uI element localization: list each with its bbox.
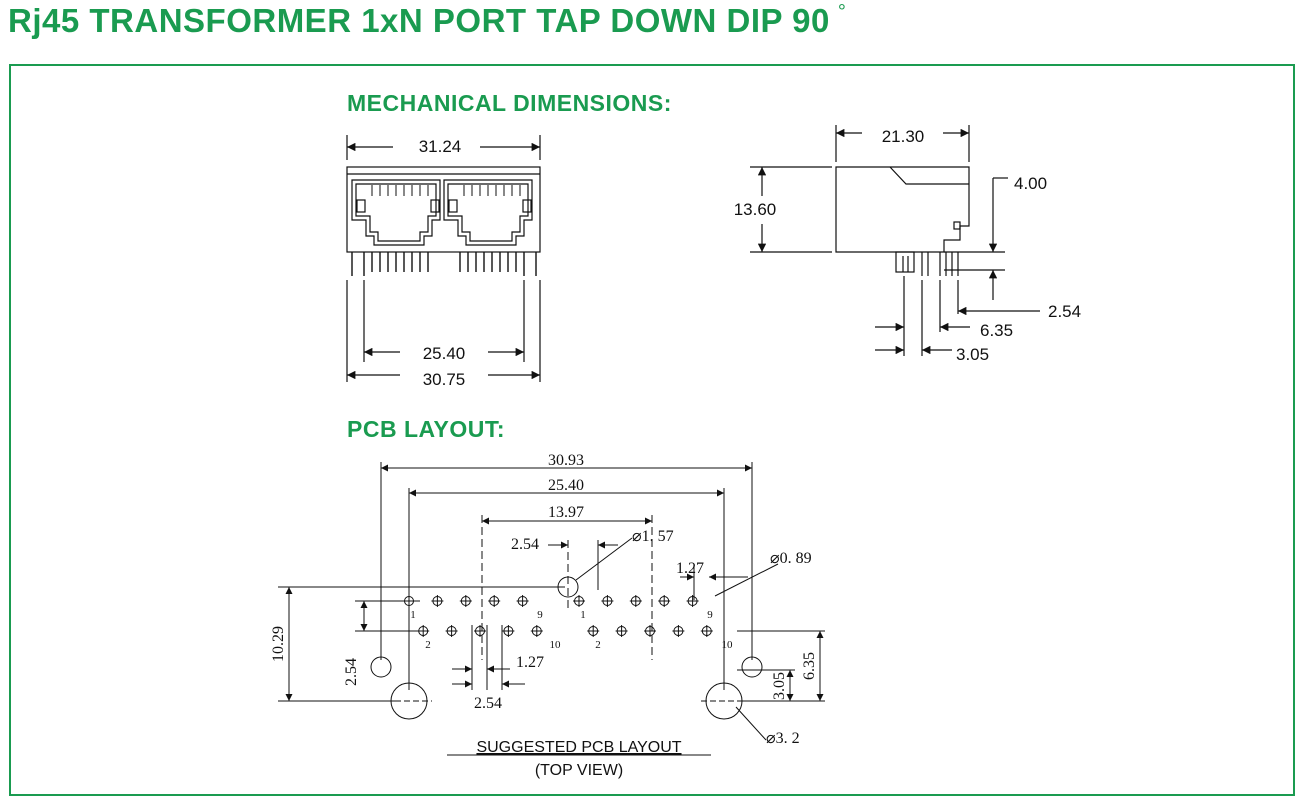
pin-label-p2-10: 10 [722, 639, 734, 651]
pin-label-p2-1: 1 [580, 609, 586, 621]
dim-pcb-height: 10.29 [270, 626, 287, 662]
side-view [750, 125, 1040, 356]
dim-pcb-row-left: 2.54 [343, 658, 360, 686]
pcb-caption: SUGGESTED PCB LAYOUT [476, 739, 681, 756]
pcb-layout [278, 462, 825, 741]
page-title: Rj45 TRANSFORMER 1xN PORT TAP DOWN DIP 9… [8, 1, 847, 40]
dim-side-depth: 21.30 [882, 127, 925, 146]
dim-pcb-half-bottom: 1.27 [516, 654, 544, 671]
degree-symbol: ° [837, 1, 847, 23]
dim-front-pin-span: 25.40 [423, 344, 466, 363]
dim-side-height: 13.60 [734, 200, 777, 219]
dim-side-pitch-b: 6.35 [980, 321, 1013, 340]
dim-pcb-pitch-bottom: 2.54 [474, 695, 502, 712]
dim-pcb-row-right-b: 6.35 [801, 652, 818, 680]
dim-pcb-port: 13.97 [548, 504, 584, 521]
dim-pcb-row-right-a: 3.05 [771, 672, 788, 700]
mechanical-dimensions-heading: MECHANICAL DIMENSIONS: [347, 90, 672, 116]
pin-label-p1-1: 1 [410, 609, 416, 621]
dim-pcb-pitch: 2.54 [511, 536, 539, 553]
dim-side-pitch-a: 2.54 [1048, 302, 1081, 321]
dim-side-pitch-c: 3.05 [956, 345, 989, 364]
page-title-text: Rj45 TRANSFORMER 1xN PORT TAP DOWN DIP 9… [8, 2, 830, 39]
pcb-pin-holes [403, 595, 713, 637]
dim-pcb-hole-small: ⌀0. 89 [770, 550, 812, 567]
dim-pcb-overall: 30.93 [548, 452, 584, 469]
dim-pcb-hole-large: ⌀1. 57 [632, 528, 674, 545]
pin-label-p2-2: 2 [595, 639, 601, 651]
dim-front-width-top: 31.24 [419, 137, 462, 156]
dim-pcb-mount: 25.40 [548, 477, 584, 494]
pcb-layout-heading: PCB LAYOUT: [347, 416, 505, 442]
drawing-frame [9, 64, 1295, 796]
pcb-caption-sub: (TOP VIEW) [535, 762, 623, 779]
pin-label-p1-10: 10 [550, 639, 562, 651]
dim-side-offset: 4.00 [1014, 174, 1047, 193]
pin-label-p2-9: 9 [707, 609, 713, 621]
pin-label-p1-9: 9 [537, 609, 543, 621]
dim-front-width-bottom: 30.75 [423, 370, 466, 389]
pin-label-p1-2: 2 [425, 639, 431, 651]
dim-pcb-half-pitch: 1.27 [676, 560, 704, 577]
front-view [346, 135, 541, 382]
dim-pcb-mount-hole: ⌀3. 2 [766, 730, 800, 747]
